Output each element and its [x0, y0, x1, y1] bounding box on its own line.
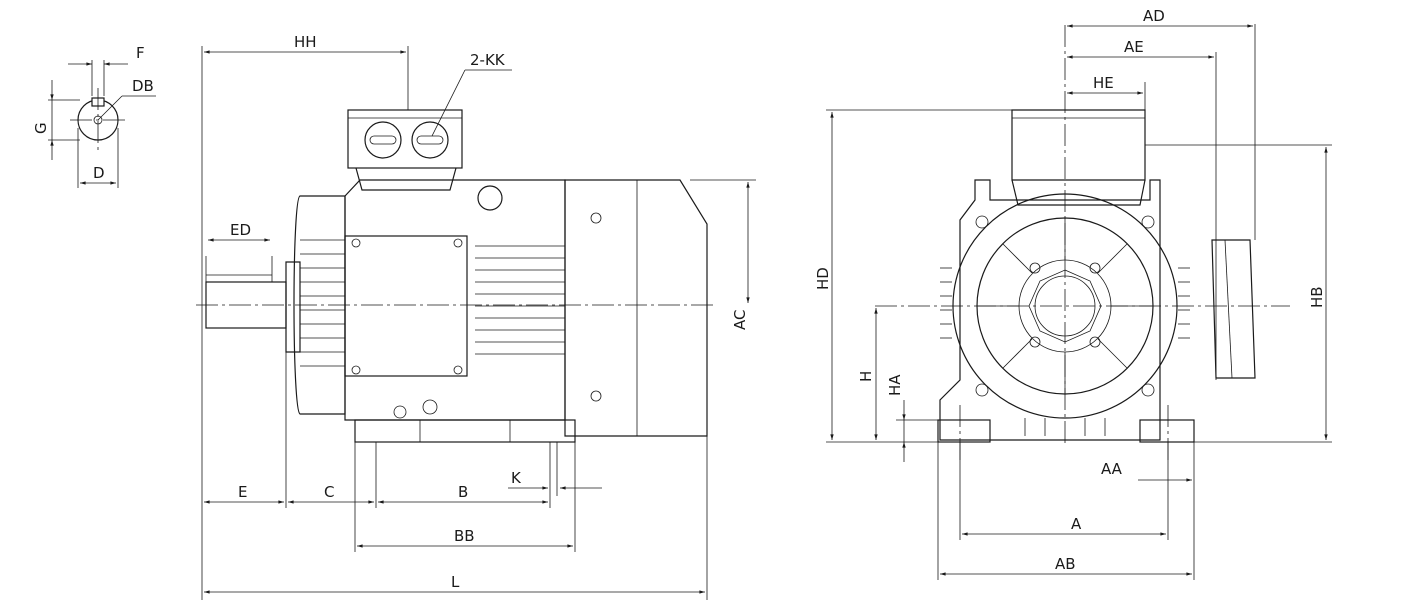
dim-label-f: F	[136, 44, 145, 62]
dim-label-k: K	[511, 469, 522, 487]
motor-side-view	[196, 109, 716, 443]
dim-label-ab: AB	[1055, 555, 1076, 573]
dim-label-hb: HB	[1308, 286, 1326, 308]
dim-label-bb: BB	[454, 527, 475, 545]
dim-label-h: H	[857, 371, 875, 382]
dim-label-g: G	[32, 122, 50, 134]
motor-front-view	[875, 25, 1290, 460]
dim-label-aa: AA	[1101, 460, 1123, 478]
dim-label-e: E	[238, 483, 247, 501]
dim-label-ac: AC	[731, 310, 749, 330]
dim-label-ed: ED	[230, 221, 251, 239]
dim-label-l: L	[451, 573, 460, 591]
side-view-dimensions	[201, 46, 756, 600]
shaft-section-detail	[48, 60, 156, 188]
dim-label-he: HE	[1093, 74, 1114, 92]
dim-label-hd: HD	[814, 267, 832, 290]
dim-label-a: A	[1071, 515, 1082, 533]
dim-label-2-kk: 2-KK	[470, 51, 506, 69]
dim-label-b: B	[458, 483, 468, 501]
front-view-dimensions	[826, 24, 1332, 580]
dim-label-d: D	[93, 164, 105, 182]
dim-label-ae: AE	[1124, 38, 1144, 56]
dim-label-db: DB	[132, 77, 154, 95]
dim-label-hh: HH	[294, 33, 317, 51]
radial-cooling-fins	[940, 267, 1190, 436]
dim-label-ha: HA	[886, 374, 904, 396]
front-cooling-fins	[300, 239, 345, 367]
frame-cooling-fins	[475, 245, 565, 355]
dim-label-c: C	[324, 483, 334, 501]
dim-label-ad: AD	[1143, 7, 1165, 25]
